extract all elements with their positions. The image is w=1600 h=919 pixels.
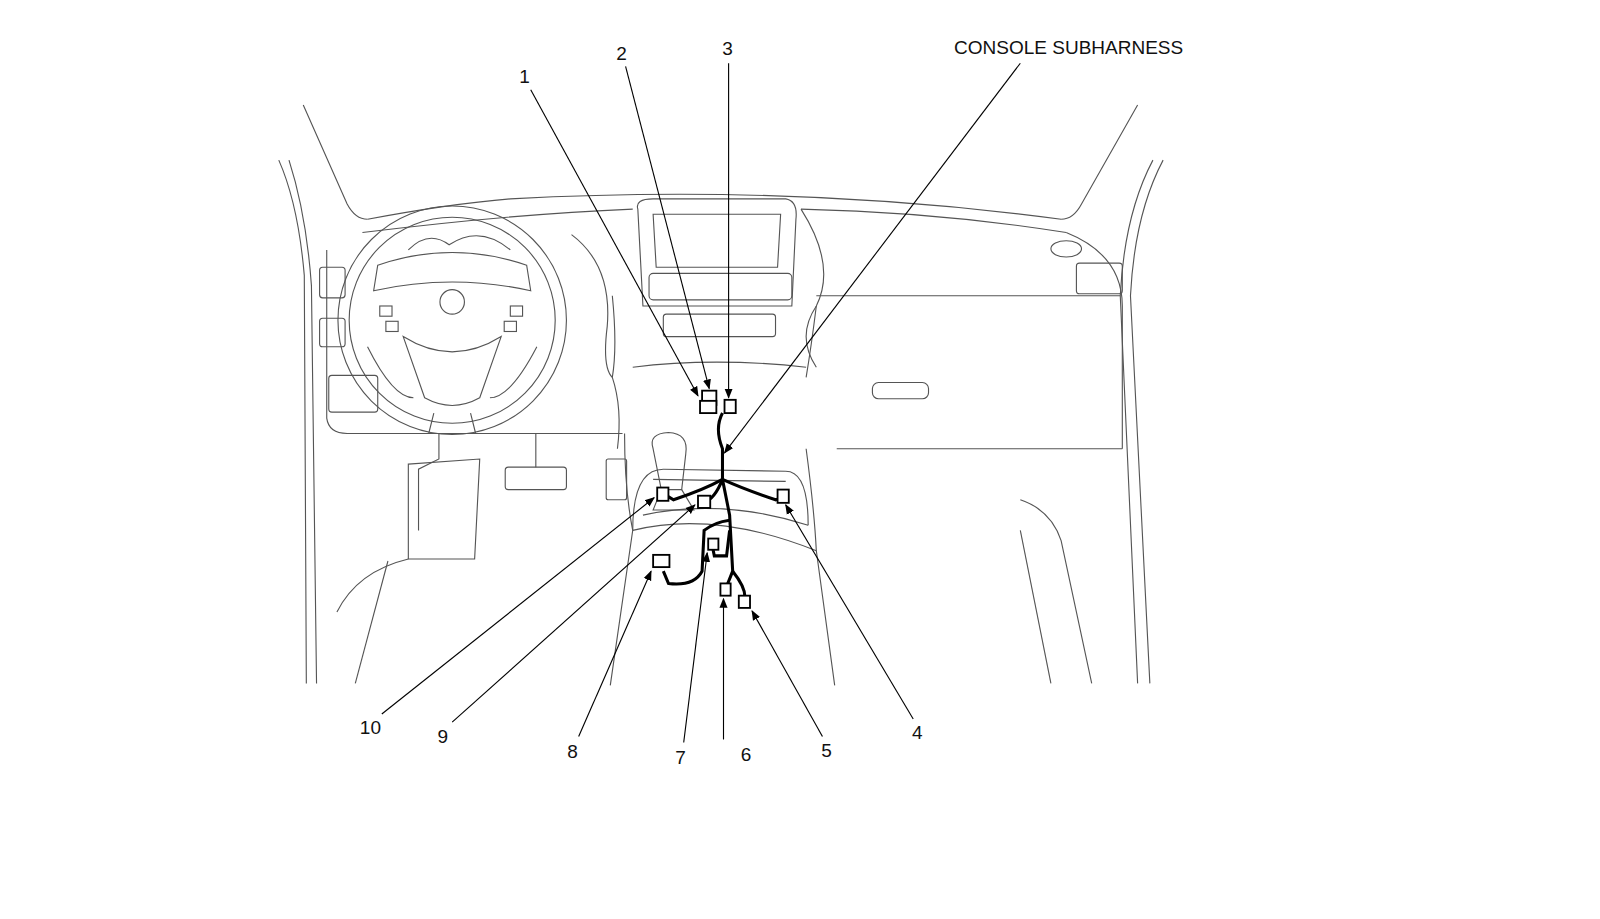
callout-number: 9: [438, 727, 449, 746]
callout-number: 5: [821, 741, 832, 760]
callout-number: 3: [722, 39, 733, 58]
callout-number: 10: [360, 718, 381, 737]
leader-lines: [382, 63, 1021, 742]
connectors: [653, 391, 789, 608]
interior-outline: [279, 105, 1163, 685]
console-subharness: [663, 398, 783, 597]
callout-number: 6: [741, 745, 752, 764]
callout-number: 7: [675, 748, 686, 767]
callout-number: 8: [567, 742, 578, 761]
callout-number: 2: [616, 44, 627, 63]
callout-number: 1: [519, 67, 530, 86]
callout-number: 4: [912, 723, 923, 742]
part-name: CONSOLE SUBHARNESS: [954, 38, 1183, 57]
